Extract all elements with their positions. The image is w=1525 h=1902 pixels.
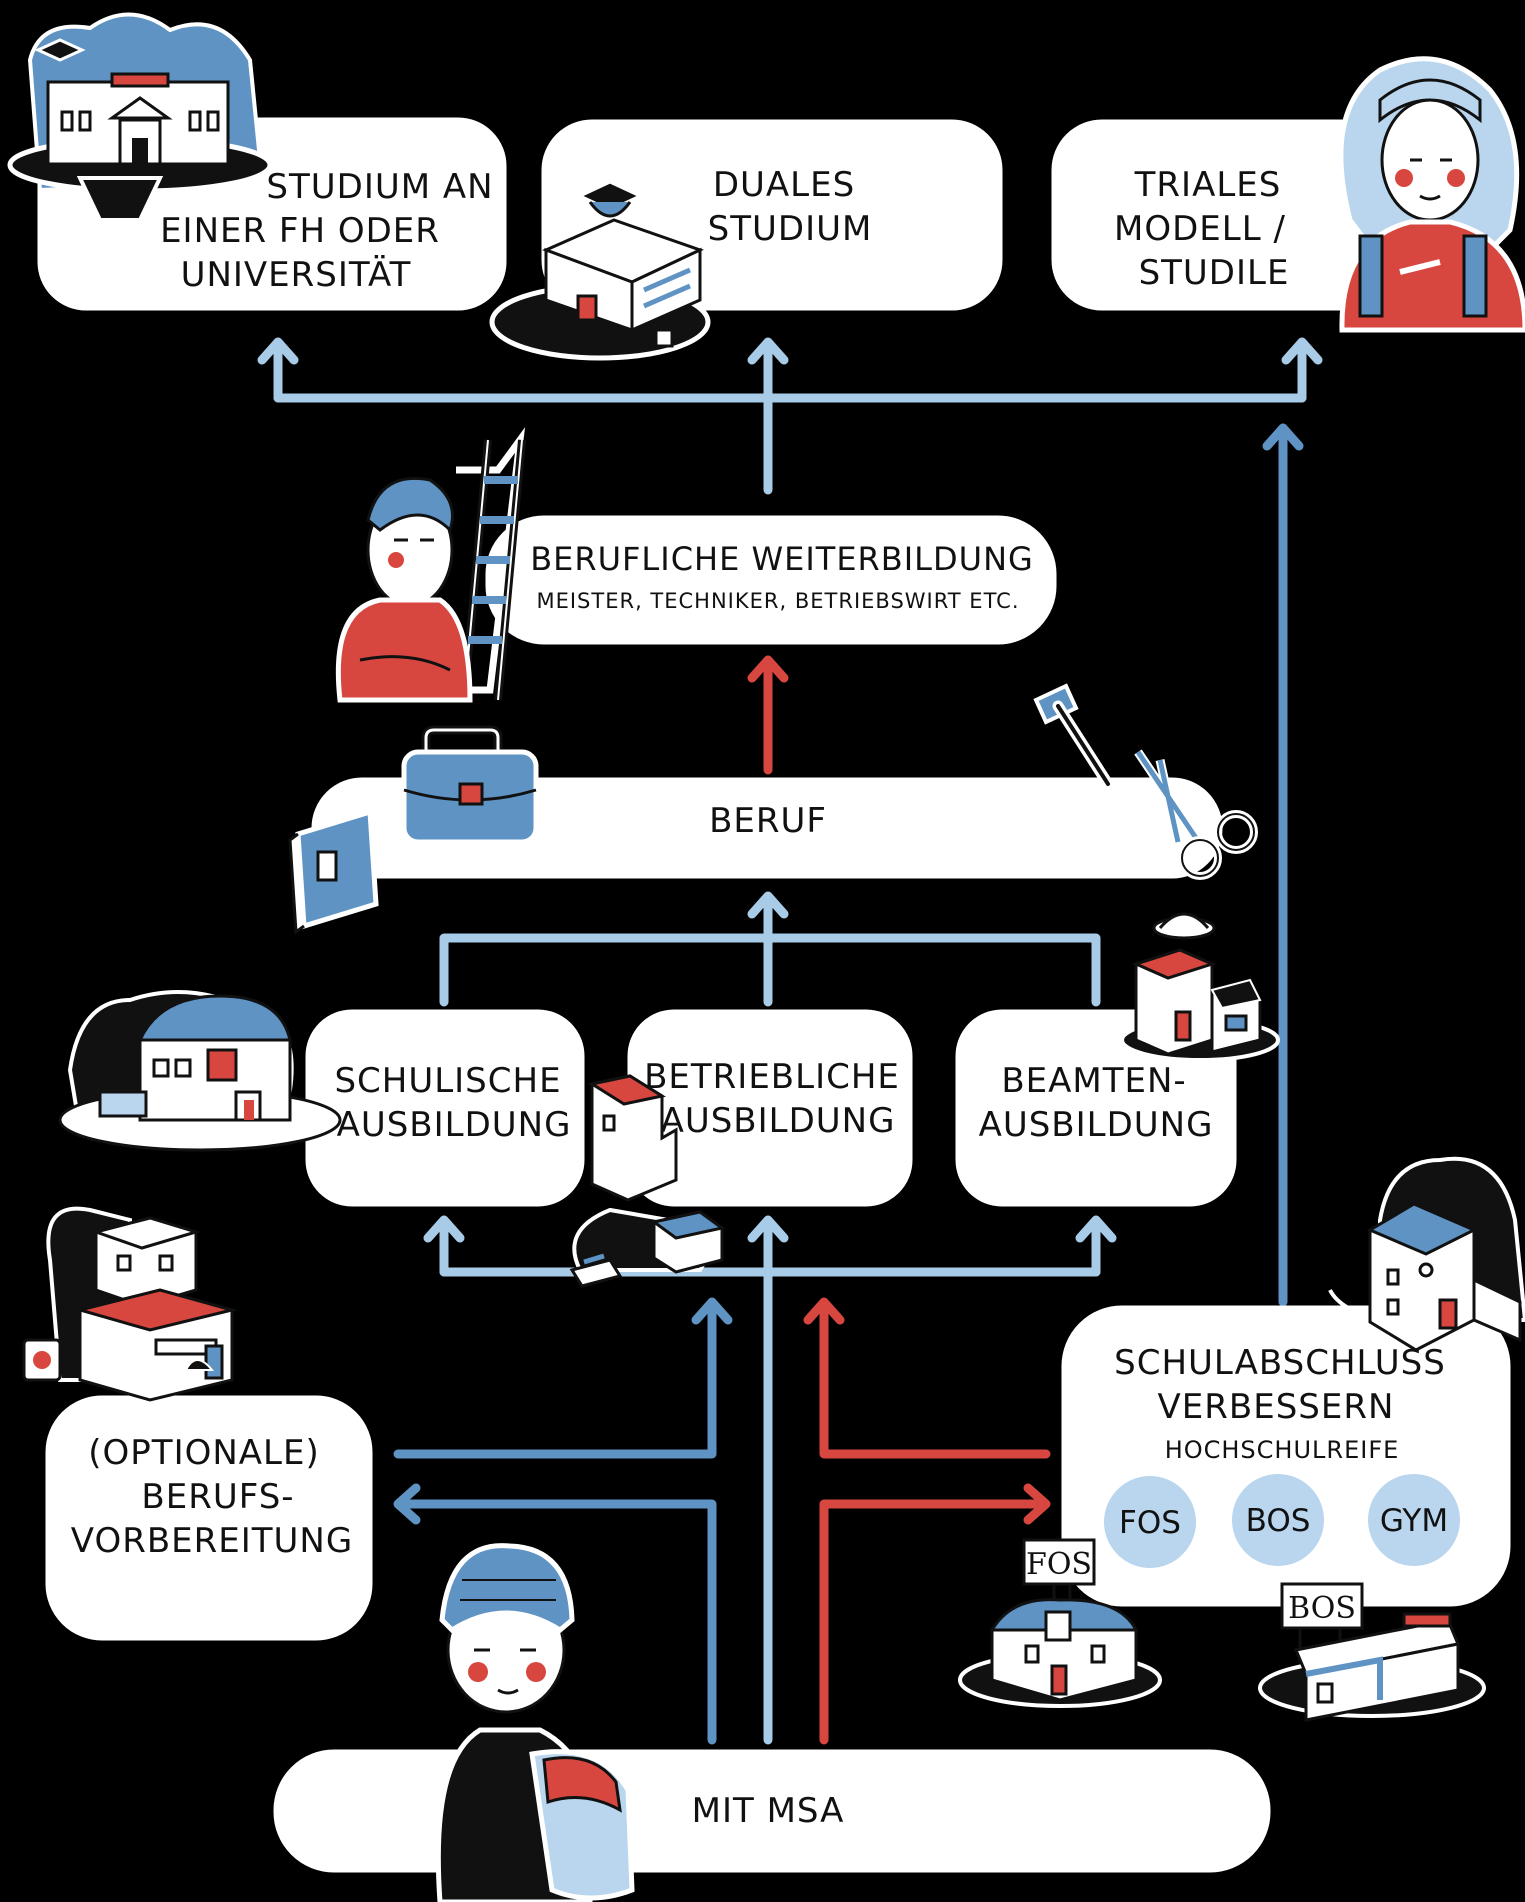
- schulabschluss-line-1: SCHULABSCHLUSS: [1114, 1343, 1446, 1383]
- schulabschluss-line-2: VERBESSERN: [1158, 1387, 1395, 1427]
- bos-school-icon: BOS: [1258, 1582, 1486, 1722]
- connector-msa-to-vorbereitung: [393, 1483, 717, 1745]
- training-center-icon: [22, 1206, 238, 1402]
- pill-bos: BOS: [1232, 1474, 1324, 1566]
- folder-binder-icon: [288, 808, 379, 935]
- secondary-school-icon: [1328, 1156, 1525, 1352]
- node-schulabschluss: SCHULABSCHLUSS VERBESSERN HOCHSCHULREIFE…: [1061, 1305, 1511, 1607]
- connectors: [257, 337, 1323, 1745]
- pill-fos: FOS: [1104, 1476, 1196, 1568]
- studium-fh-line-1: STUDIUM AN: [266, 167, 493, 207]
- weiterbildung-subtitle: MEISTER, TECHNIKER, BETRIEBSWIRT ETC.: [536, 589, 1019, 613]
- msa-label: MIT MSA: [692, 1791, 845, 1831]
- company-building-icon: [569, 1074, 726, 1288]
- schulische-line-1: SCHULISCHE: [334, 1061, 561, 1101]
- arrow-to-triales: [1281, 337, 1323, 403]
- fos-sign-label: FOS: [1026, 1547, 1092, 1582]
- duales-line-1: DUALES: [713, 165, 855, 205]
- beamten-line-2: AUSBILDUNG: [979, 1105, 1214, 1145]
- triales-line-2: MODELL /: [1114, 209, 1286, 249]
- scissors-icon: [1134, 749, 1258, 880]
- fos-school-icon: FOS: [958, 1538, 1162, 1708]
- weiterbildung-title: BERUFLICHE WEITERBILDUNG: [530, 540, 1034, 578]
- node-weiterbildung: BERUFLICHE WEITERBILDUNG MEISTER, TECHNI…: [485, 515, 1057, 645]
- studium-fh-line-2: EINER FH ODER: [160, 211, 440, 251]
- connector-msa-to-schulabschluss: [819, 1483, 1051, 1745]
- school-building-icon: [58, 990, 342, 1152]
- duales-line-2: STUDIUM: [708, 209, 873, 249]
- pill-gym: GYM: [1368, 1474, 1460, 1566]
- arrow-to-betriebliche: [747, 1215, 789, 1745]
- node-schulische: SCHULISCHE AUSBILDUNG: [305, 1009, 585, 1207]
- man-with-ladder-illustration: [335, 427, 526, 703]
- vorbereitung-line-3: VORBEREITUNG: [71, 1521, 353, 1561]
- beamten-line-1: BEAMTEN-: [1001, 1061, 1186, 1101]
- arrow-beruf-to-weiterbildung: [747, 655, 789, 775]
- triales-line-1: TRIALES: [1134, 165, 1282, 205]
- betriebliche-line-1: BETRIEBLICHE: [644, 1057, 900, 1097]
- node-berufsvorbereitung: (OPTIONALE) BERUFS- VORBEREITUNG: [45, 1395, 373, 1641]
- connector-schulabschluss-to-training: [803, 1297, 1051, 1459]
- connector-schulabschluss-to-top: [1262, 423, 1304, 1307]
- vorbereitung-line-2: BERUFS-: [141, 1477, 294, 1517]
- arrow-to-schulische: [423, 1215, 465, 1277]
- hammer-icon: [1033, 683, 1114, 790]
- schulische-line-2: AUSBILDUNG: [337, 1105, 572, 1145]
- student-with-backpack-illustration: [435, 1543, 635, 1902]
- svg-text:BOS: BOS: [1246, 1503, 1311, 1539]
- arrow-to-duales: [747, 337, 789, 403]
- office-building-icon: [489, 180, 711, 361]
- briefcase-icon: [401, 725, 539, 845]
- police-station-icon: [1120, 912, 1280, 1062]
- arrow-to-studium: [257, 337, 299, 403]
- arrow-to-beruf: [747, 891, 789, 1007]
- schulabschluss-subtitle: HOCHSCHULREIFE: [1165, 1436, 1400, 1464]
- node-msa: MIT MSA: [273, 1749, 1271, 1873]
- bos-sign-label: BOS: [1288, 1591, 1356, 1626]
- betriebliche-line-2: AUSBILDUNG: [661, 1101, 896, 1141]
- triales-line-3: STUDILE: [1139, 253, 1290, 293]
- university-building-icon: [7, 12, 273, 222]
- vorbereitung-line-1: (OPTIONALE): [88, 1433, 319, 1473]
- beruf-label: BERUF: [709, 801, 827, 841]
- arrow-to-beamten: [1075, 1215, 1117, 1277]
- student-woman-illustration: [1338, 56, 1525, 333]
- svg-text:GYM: GYM: [1380, 1503, 1448, 1539]
- node-betriebliche: BETRIEBLICHE AUSBILDUNG: [627, 1009, 913, 1207]
- svg-text:FOS: FOS: [1119, 1505, 1181, 1541]
- connector-vorbereitung-to-training: [393, 1297, 733, 1459]
- studium-fh-line-3: UNIVERSITÄT: [181, 255, 412, 295]
